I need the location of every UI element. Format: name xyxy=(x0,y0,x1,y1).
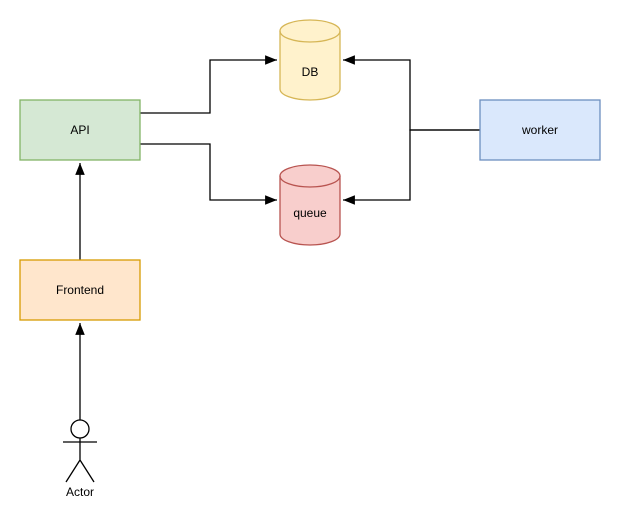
actor-body-lines[interactable] xyxy=(63,438,97,483)
actor-label: Actor xyxy=(66,485,94,499)
db-cylinder-rim xyxy=(279,30,341,43)
queue-label: queue xyxy=(293,206,327,220)
actor-head[interactable] xyxy=(70,419,90,439)
worker-box-shape[interactable] xyxy=(479,99,601,161)
db-cylinder-shape[interactable] xyxy=(279,19,341,101)
api-box-shape[interactable] xyxy=(19,99,141,161)
queue-cylinder-rim xyxy=(279,175,341,188)
api-label: API xyxy=(70,123,89,137)
db-label: DB xyxy=(302,65,319,79)
edge-api-to-queue[interactable] xyxy=(140,143,277,205)
node-worker[interactable]: worker xyxy=(479,99,601,161)
edge-api-to-db[interactable] xyxy=(140,55,277,114)
worker-label: worker xyxy=(521,123,558,137)
node-db[interactable]: DB xyxy=(279,19,341,101)
edge-worker-to-db[interactable] xyxy=(343,55,480,131)
edge-worker-to-queue[interactable] xyxy=(343,129,480,205)
frontend-box-shape[interactable] xyxy=(19,259,141,321)
node-frontend[interactable]: Frontend xyxy=(19,259,141,321)
frontend-label: Frontend xyxy=(56,283,104,297)
node-api[interactable]: API xyxy=(19,99,141,161)
node-actor[interactable]: Actor xyxy=(63,419,97,499)
node-queue[interactable]: queue xyxy=(279,164,341,246)
queue-cylinder-shape[interactable] xyxy=(279,164,341,246)
